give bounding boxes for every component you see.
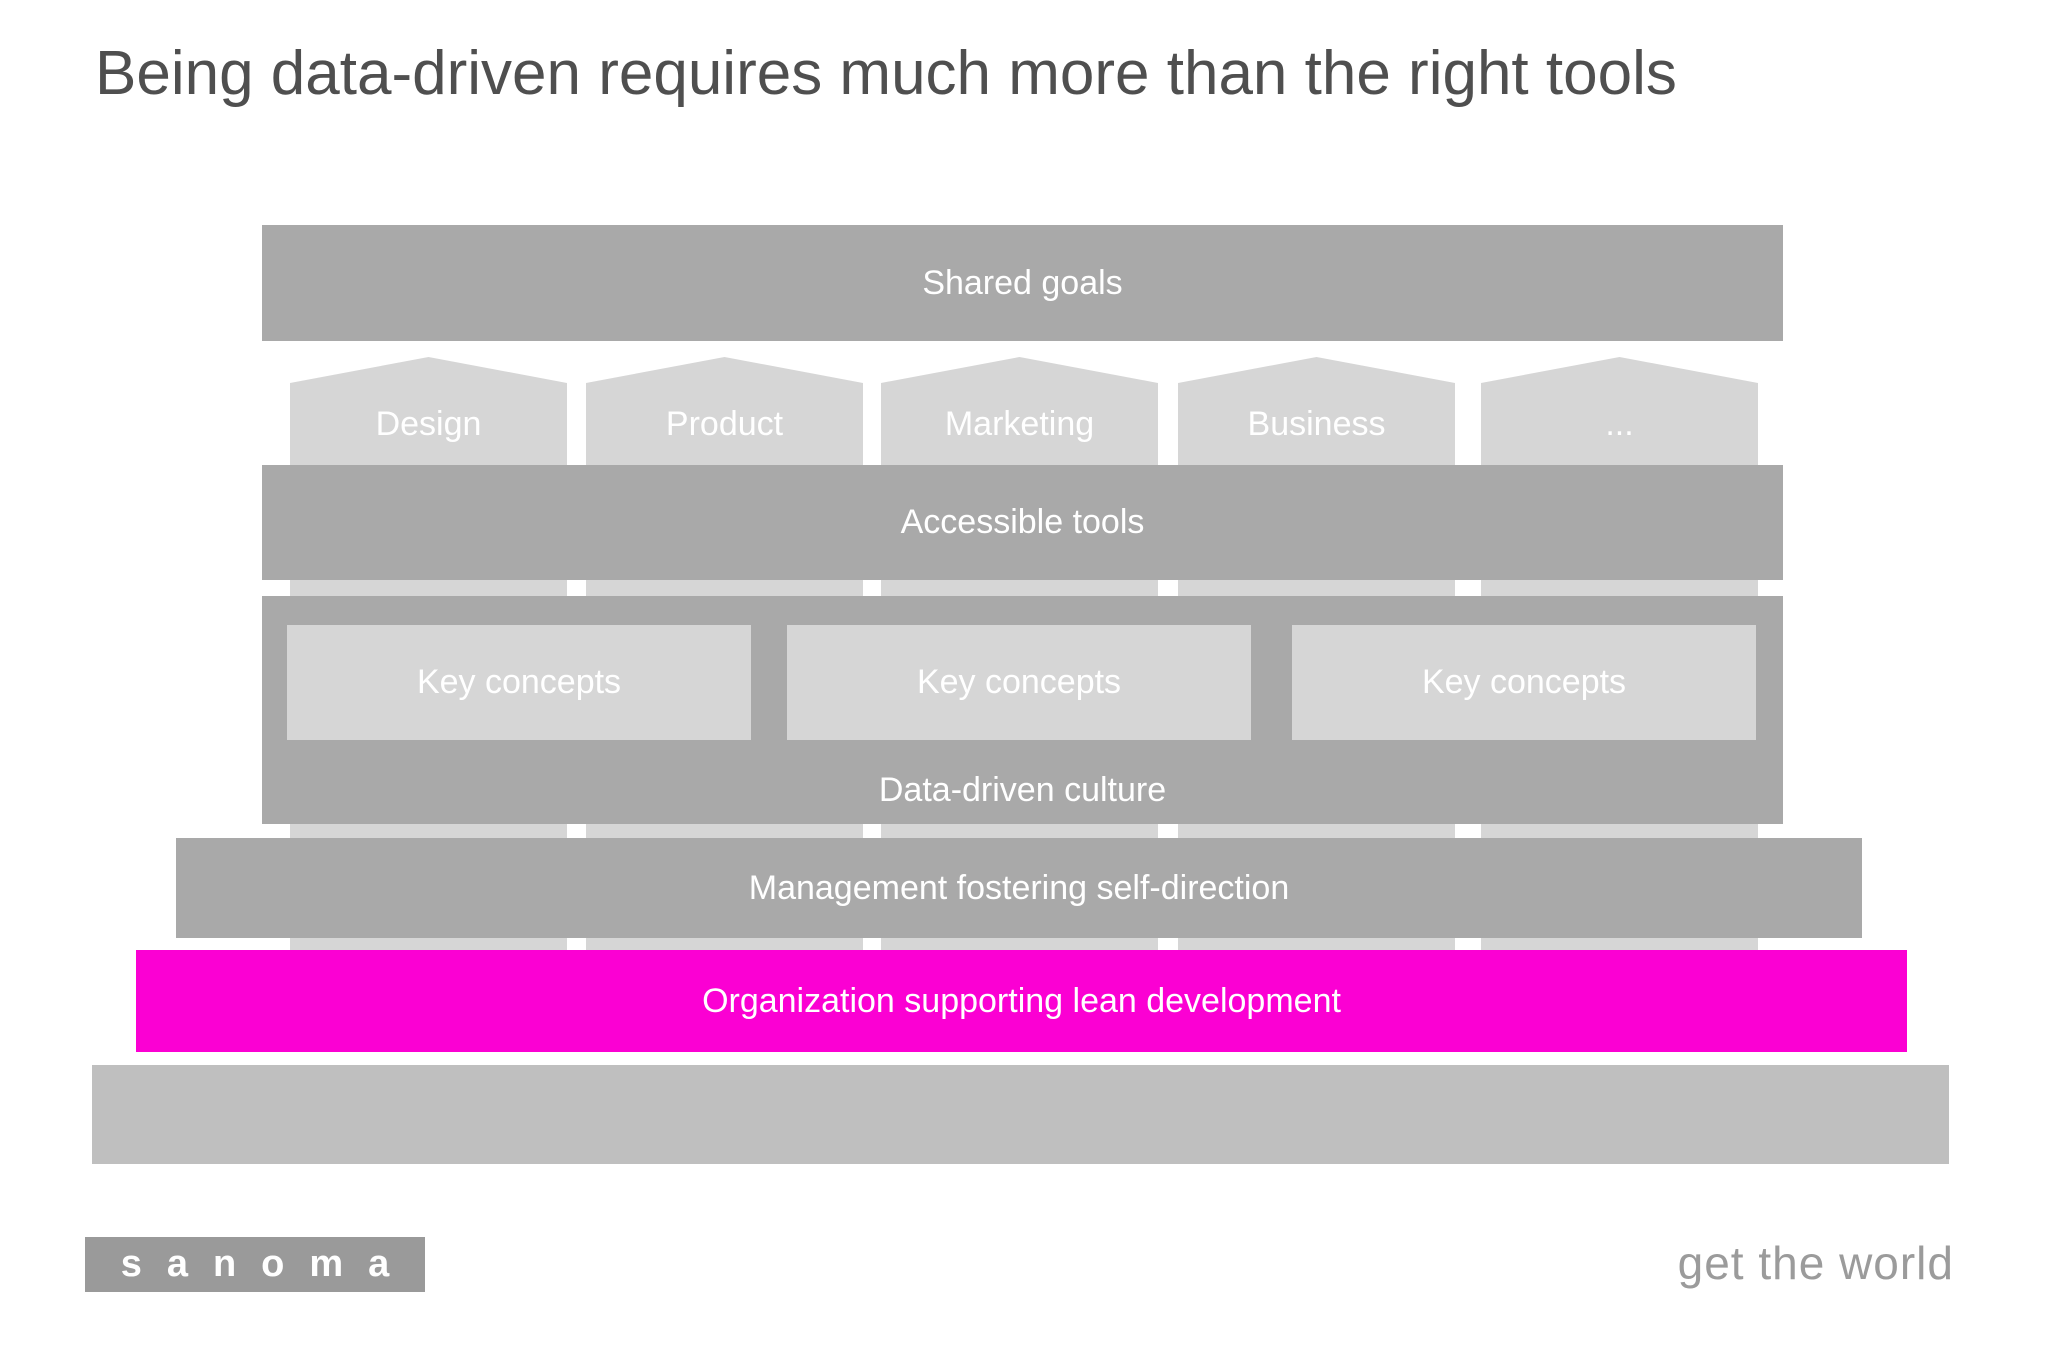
foundation-bar (92, 1065, 1949, 1164)
shared-goals-label: Shared goals (922, 263, 1123, 302)
key-concepts-label-3: Key concepts (1421, 663, 1627, 701)
organization-label: Organization supporting lean development (702, 981, 1341, 1020)
key-concepts-label-1: Key concepts (416, 663, 622, 701)
team-label-business: Business (1247, 405, 1386, 443)
shared-goals-bar: Shared goals (262, 225, 1783, 341)
organization-bar: Organization supporting lean development (136, 950, 1907, 1052)
data-driven-culture-label: Data-driven culture (878, 770, 1167, 809)
key-concepts-label-2: Key concepts (916, 663, 1122, 701)
key-concepts-box-3: Key concepts (1292, 625, 1756, 740)
key-concepts-box-1: Key concepts (287, 625, 751, 740)
management-label: Management fostering self-direction (748, 868, 1290, 907)
management-bar: Management fostering self-direction (176, 838, 1862, 938)
tagline-text: get the world (1677, 1237, 1954, 1289)
accessible-tools-label: Accessible tools (900, 503, 1145, 541)
sanoma-logo: sanoma (85, 1237, 425, 1292)
data-driven-culture-bar: Key concepts Key concepts Key concepts D… (262, 596, 1783, 824)
team-label-more: ... (1605, 405, 1634, 443)
slide-title: Being data-driven requires much more tha… (95, 39, 1677, 108)
team-label-marketing: Marketing (944, 405, 1095, 443)
team-label-design: Design (375, 405, 482, 443)
key-concepts-box-2: Key concepts (787, 625, 1251, 740)
accessible-tools-bar: Accessible tools (262, 465, 1783, 580)
team-label-product: Product (665, 405, 784, 443)
